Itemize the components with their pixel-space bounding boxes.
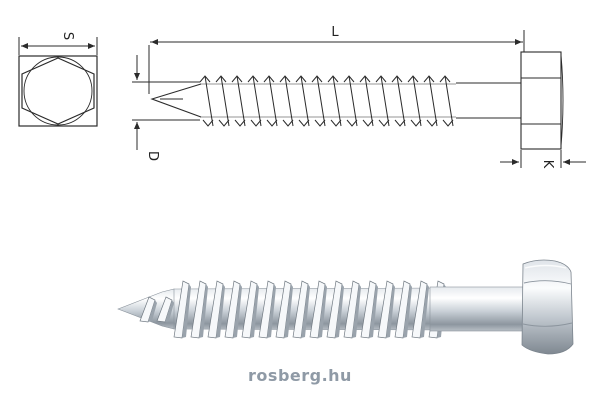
photo-thread-shadow <box>216 284 225 338</box>
dimension-l-label: L <box>331 25 339 40</box>
photo-thread-shadow <box>301 284 310 338</box>
photo-thread-shadow <box>369 284 378 338</box>
photo-thread-shadow <box>267 284 276 338</box>
photo-thread-shadow <box>199 284 208 338</box>
photo-thread-shadow <box>352 284 361 338</box>
thread-crest <box>311 75 326 127</box>
thread-crest <box>359 75 374 127</box>
thread-crest <box>295 75 310 127</box>
photo-thread-shadow <box>250 284 259 338</box>
thread-crest <box>407 75 422 127</box>
shank-profile <box>456 82 521 119</box>
photo-thread-shadow <box>386 284 395 338</box>
thread-crest <box>391 75 406 127</box>
thread-crest <box>231 75 246 127</box>
dimension-s-label: S <box>60 32 75 40</box>
thread-crest <box>423 75 438 127</box>
photo-thread-shadow <box>182 284 191 338</box>
dimension-k <box>500 150 586 168</box>
head-outline-square <box>18 55 98 127</box>
photo-head <box>521 259 574 355</box>
dimension-s <box>18 37 98 55</box>
thread-crest <box>375 75 390 127</box>
thread-crest <box>343 75 358 127</box>
dimension-k-label: K <box>540 160 555 169</box>
watermark-text: rosberg.hu <box>248 366 352 385</box>
screw-photo-render <box>117 259 574 355</box>
screw-side-drawing <box>150 51 564 150</box>
thread-crest <box>439 75 454 127</box>
photo-shank <box>429 286 527 332</box>
photo-thread-shadow <box>233 284 242 338</box>
thread-crest <box>263 75 278 127</box>
dimension-l <box>148 30 525 94</box>
photo-thread-shadow <box>318 284 327 338</box>
photo-thread-crests <box>139 280 446 339</box>
photo-thread-shadow <box>284 284 293 338</box>
dimension-d <box>132 55 200 150</box>
thread-crest <box>327 75 342 127</box>
tip-profile <box>150 83 202 118</box>
head-profile <box>520 51 562 150</box>
photo-thread-shadow <box>403 284 412 338</box>
hex-head-end-view <box>18 55 98 127</box>
thread-crest <box>279 75 294 127</box>
thread-crest <box>199 75 214 127</box>
thread-crest <box>215 75 230 127</box>
hex-chamfer-circle <box>23 56 93 126</box>
photo-thread-shadow <box>420 284 429 338</box>
hex-outline <box>21 57 95 125</box>
photo-thread-shadow <box>148 300 157 322</box>
photo-thread-shadow <box>335 284 344 338</box>
thread-section <box>199 75 456 127</box>
thread-crest <box>247 75 262 127</box>
dimension-d-label: D <box>145 151 160 161</box>
photo-thread-shadow <box>165 300 174 322</box>
